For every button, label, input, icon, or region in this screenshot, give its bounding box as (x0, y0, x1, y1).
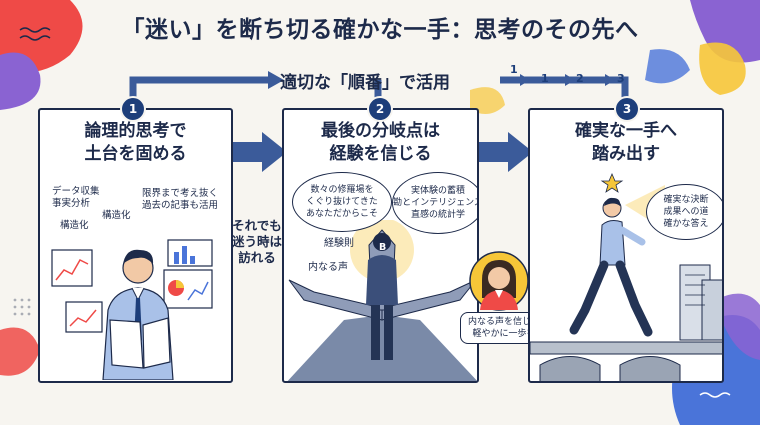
page-title: 「迷い」を断ち切る確かな一手：思考のその先へ (121, 17, 639, 43)
label-inner-voice: 内なる声 (308, 262, 348, 273)
road-label-b: B (379, 242, 387, 253)
process-subtitle: 適切な「順番」で活用 (280, 73, 450, 93)
label-structure-2: 構造化 (60, 220, 89, 231)
mini-step-3: 3 (617, 72, 625, 85)
mini-step-2: 2 (576, 72, 584, 85)
label-think-limit: 限界まで考え抜く 過去の記事も活用 (142, 188, 219, 211)
step-panel-2: 最後の分岐点は 経験を信じる A B C 数々の修羅場を くぐり抜けてきた あな… (282, 108, 479, 383)
step-panel-3: 確実な一手へ 踏み出す 確実な決断 成果への道 確かな答え (528, 108, 724, 383)
bridge-icon (530, 341, 722, 381)
panel2-title-line2: 経験を信じる (329, 144, 432, 164)
person-reading-icon (51, 239, 213, 380)
label-rule-of-thumb: 経験則 (324, 238, 354, 249)
step-panel-1: 論理的思考で 土台を固める データ収集 事実分析 構造化 構造化 限界まで考え抜… (38, 108, 233, 383)
still-hesitate-text: それでも 迷う時は 訪れる (231, 218, 282, 265)
panel2-title-line1: 最後の分岐点は (321, 121, 440, 141)
mini-step-1a: 1 (510, 63, 518, 76)
step-badge-2: 2 (367, 96, 393, 122)
intuition-bubble: 実体験の蓄積 勘とインテリジェンス 直感の統計学 (392, 172, 477, 234)
star-icon (600, 172, 624, 193)
woman-avatar-icon (469, 251, 529, 311)
crossroads-icon (287, 220, 477, 381)
step-badge-3: 3 (614, 96, 640, 122)
buildings-icon (679, 264, 722, 341)
step-badge-1: 1 (120, 96, 146, 122)
experience-bubble: 数々の修羅場を くぐり抜けてきた あなただからこそ (292, 172, 392, 232)
panel1-title-line1: 論理的思考で (84, 121, 187, 141)
panel1-title-line2: 土台を固める (84, 144, 187, 164)
decision-bubble: 確実な決断 成果への道 確かな答え (646, 184, 722, 240)
label-data-analysis: データ収集 事実分析 (52, 186, 100, 209)
label-structure-1: 構造化 (102, 210, 131, 221)
mini-step-1b: 1 (541, 72, 549, 85)
road-label-a: A (296, 313, 304, 324)
panel3-title-line2: 踏み出す (592, 144, 660, 164)
panel3-title-line1: 確実な一手へ (575, 121, 677, 141)
chart-board-icon (51, 239, 213, 333)
